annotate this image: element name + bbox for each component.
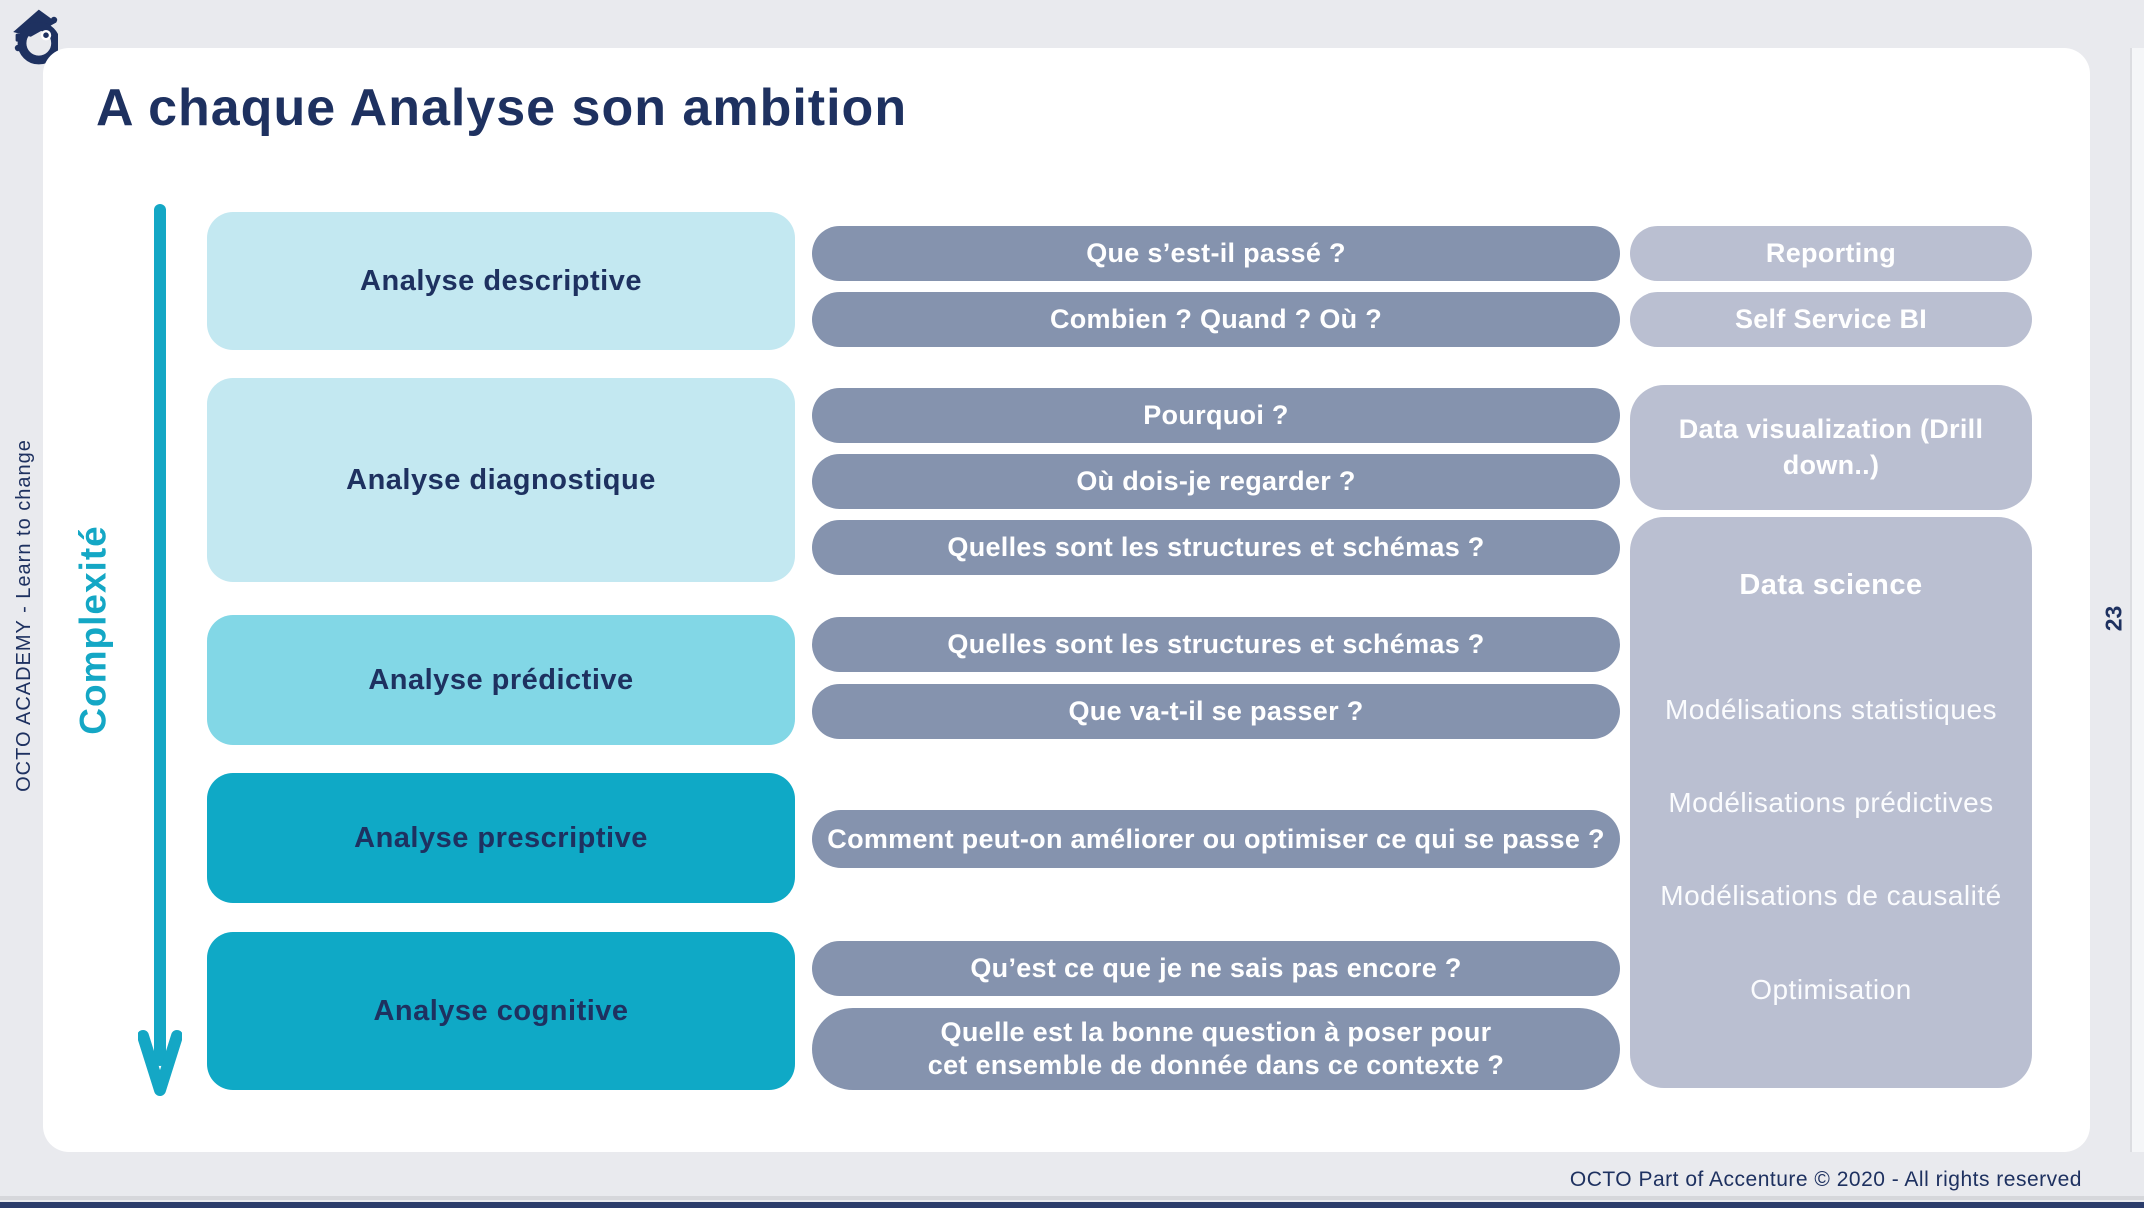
octo-academy-logo [13, 9, 58, 65]
question-pill: Comment peut-on améliorer ou optimiser c… [812, 810, 1620, 868]
question-pill: Quelle est la bonne question à poser pou… [812, 1008, 1620, 1090]
question-pill: Qu’est ce que je ne sais pas encore ? [812, 941, 1620, 996]
page-number: 23 [2100, 605, 2127, 631]
tool-pill-self-service-bi: Self Service BI [1630, 292, 2032, 347]
margin-brand-text: OCTO ACADEMY - Learn to change [12, 438, 35, 792]
data-science-item: Modélisations statistiques [1664, 694, 1998, 725]
next-slide-edge [2130, 48, 2144, 1152]
question-pill: Combien ? Quand ? Où ? [812, 292, 1620, 347]
tool-pill-data-visualization: Data visualization (Drill down..) [1630, 385, 2032, 510]
analysis-box-descriptive: Analyse descriptive [207, 212, 795, 350]
question-pill: Où dois-je regarder ? [812, 454, 1620, 509]
question-pill: Quelles sont les structures et schémas ? [812, 520, 1620, 575]
question-pill: Pourquoi ? [812, 388, 1620, 443]
complexity-arrow-down-icon [138, 204, 182, 1096]
question-pill: Que va-t-il se passer ? [812, 684, 1620, 739]
tool-pill-reporting: Reporting [1630, 226, 2032, 281]
question-pill: Que s’est-il passé ? [812, 226, 1620, 281]
data-science-item: Modélisations de causalité [1660, 880, 2002, 911]
data-science-item: Optimisation [1750, 974, 1912, 1005]
data-science-item: Modélisations prédictives [1668, 787, 1994, 818]
slide-bottom-edge [0, 1196, 2144, 1200]
analysis-box-diagnostique: Analyse diagnostique [207, 378, 795, 582]
bottom-accent-bar [0, 1202, 2144, 1208]
tool-box-data-science: Data science Modélisations statistiques … [1630, 517, 2032, 1088]
complexity-axis-label: Complexité [73, 525, 114, 735]
analysis-box-prescriptive: Analyse prescriptive [207, 773, 795, 903]
analysis-box-predictive: Analyse prédictive [207, 615, 795, 745]
page-title: A chaque Analyse son ambition [96, 79, 908, 137]
question-pill: Quelles sont les structures et schémas ? [812, 617, 1620, 672]
data-science-title: Data science [1739, 569, 1923, 601]
copyright-footer: OCTO Part of Accenture © 2020 - All righ… [1569, 1168, 2082, 1191]
analysis-box-cognitive: Analyse cognitive [207, 932, 795, 1090]
